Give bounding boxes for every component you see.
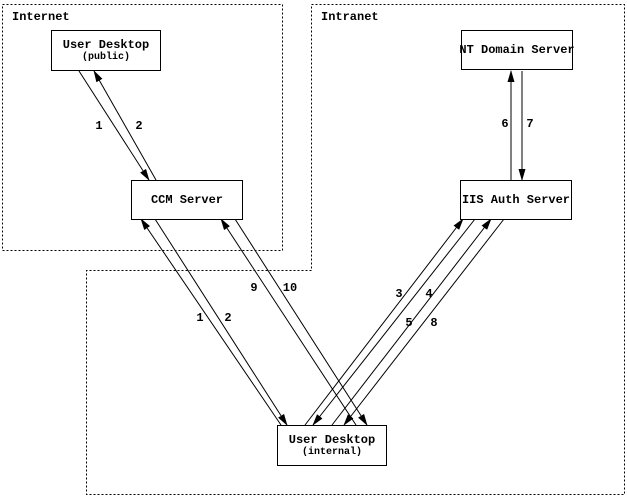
internet-region-border <box>2 4 283 251</box>
edge-arrow-e2-public <box>93 70 157 181</box>
node-user-desktop-public: User Desktop (public) <box>51 30 161 71</box>
node-user-desktop-internal: User Desktop (internal) <box>277 425 387 466</box>
edge-label-e1-internal: 1 <box>196 311 204 325</box>
edge-arrow-e1-public <box>78 70 150 181</box>
node-subtitle: (internal) <box>301 446 362 458</box>
edge-label-e10: 10 <box>282 281 298 295</box>
edge-label-e2-internal: 2 <box>224 311 232 325</box>
edge-label-e5: 5 <box>405 316 413 330</box>
node-ccm-server: CCM Server <box>131 180 243 220</box>
node-subtitle: (public) <box>81 51 130 63</box>
intranet-region-label: Intranet <box>321 10 379 24</box>
edge-arrow-e9 <box>220 218 357 426</box>
edge-arrow-e2-internal <box>154 218 288 426</box>
edge-label-e9: 9 <box>250 281 258 295</box>
edge-label-e2-public: 2 <box>135 119 143 133</box>
edge-arrow-e3 <box>304 218 464 426</box>
node-iis-auth-server: IIS Auth Server <box>460 180 572 220</box>
edge-label-e7: 7 <box>526 117 534 131</box>
node-title: User Desktop <box>288 432 376 447</box>
node-title: IIS Auth Server <box>461 192 571 207</box>
edge-arrow-e4 <box>312 218 476 426</box>
node-nt-domain-server: NT Domain Server <box>459 30 575 70</box>
edge-label-e4: 4 <box>425 287 433 301</box>
edge-label-e8: 8 <box>430 316 438 330</box>
node-title: User Desktop <box>62 37 150 52</box>
edge-arrow-e1-internal <box>140 218 282 426</box>
edge-label-e6: 6 <box>501 117 509 131</box>
edge-label-e1-public: 1 <box>95 119 103 133</box>
internet-region-label: Internet <box>12 10 70 24</box>
edge-arrow-e10 <box>234 218 368 426</box>
edge-label-e3: 3 <box>395 287 403 301</box>
node-title: CCM Server <box>150 192 223 207</box>
edge-arrow-e8 <box>343 218 505 426</box>
node-title: NT Domain Server <box>459 42 575 57</box>
intranet-region-border <box>86 4 625 495</box>
edge-arrow-e5 <box>331 218 492 426</box>
